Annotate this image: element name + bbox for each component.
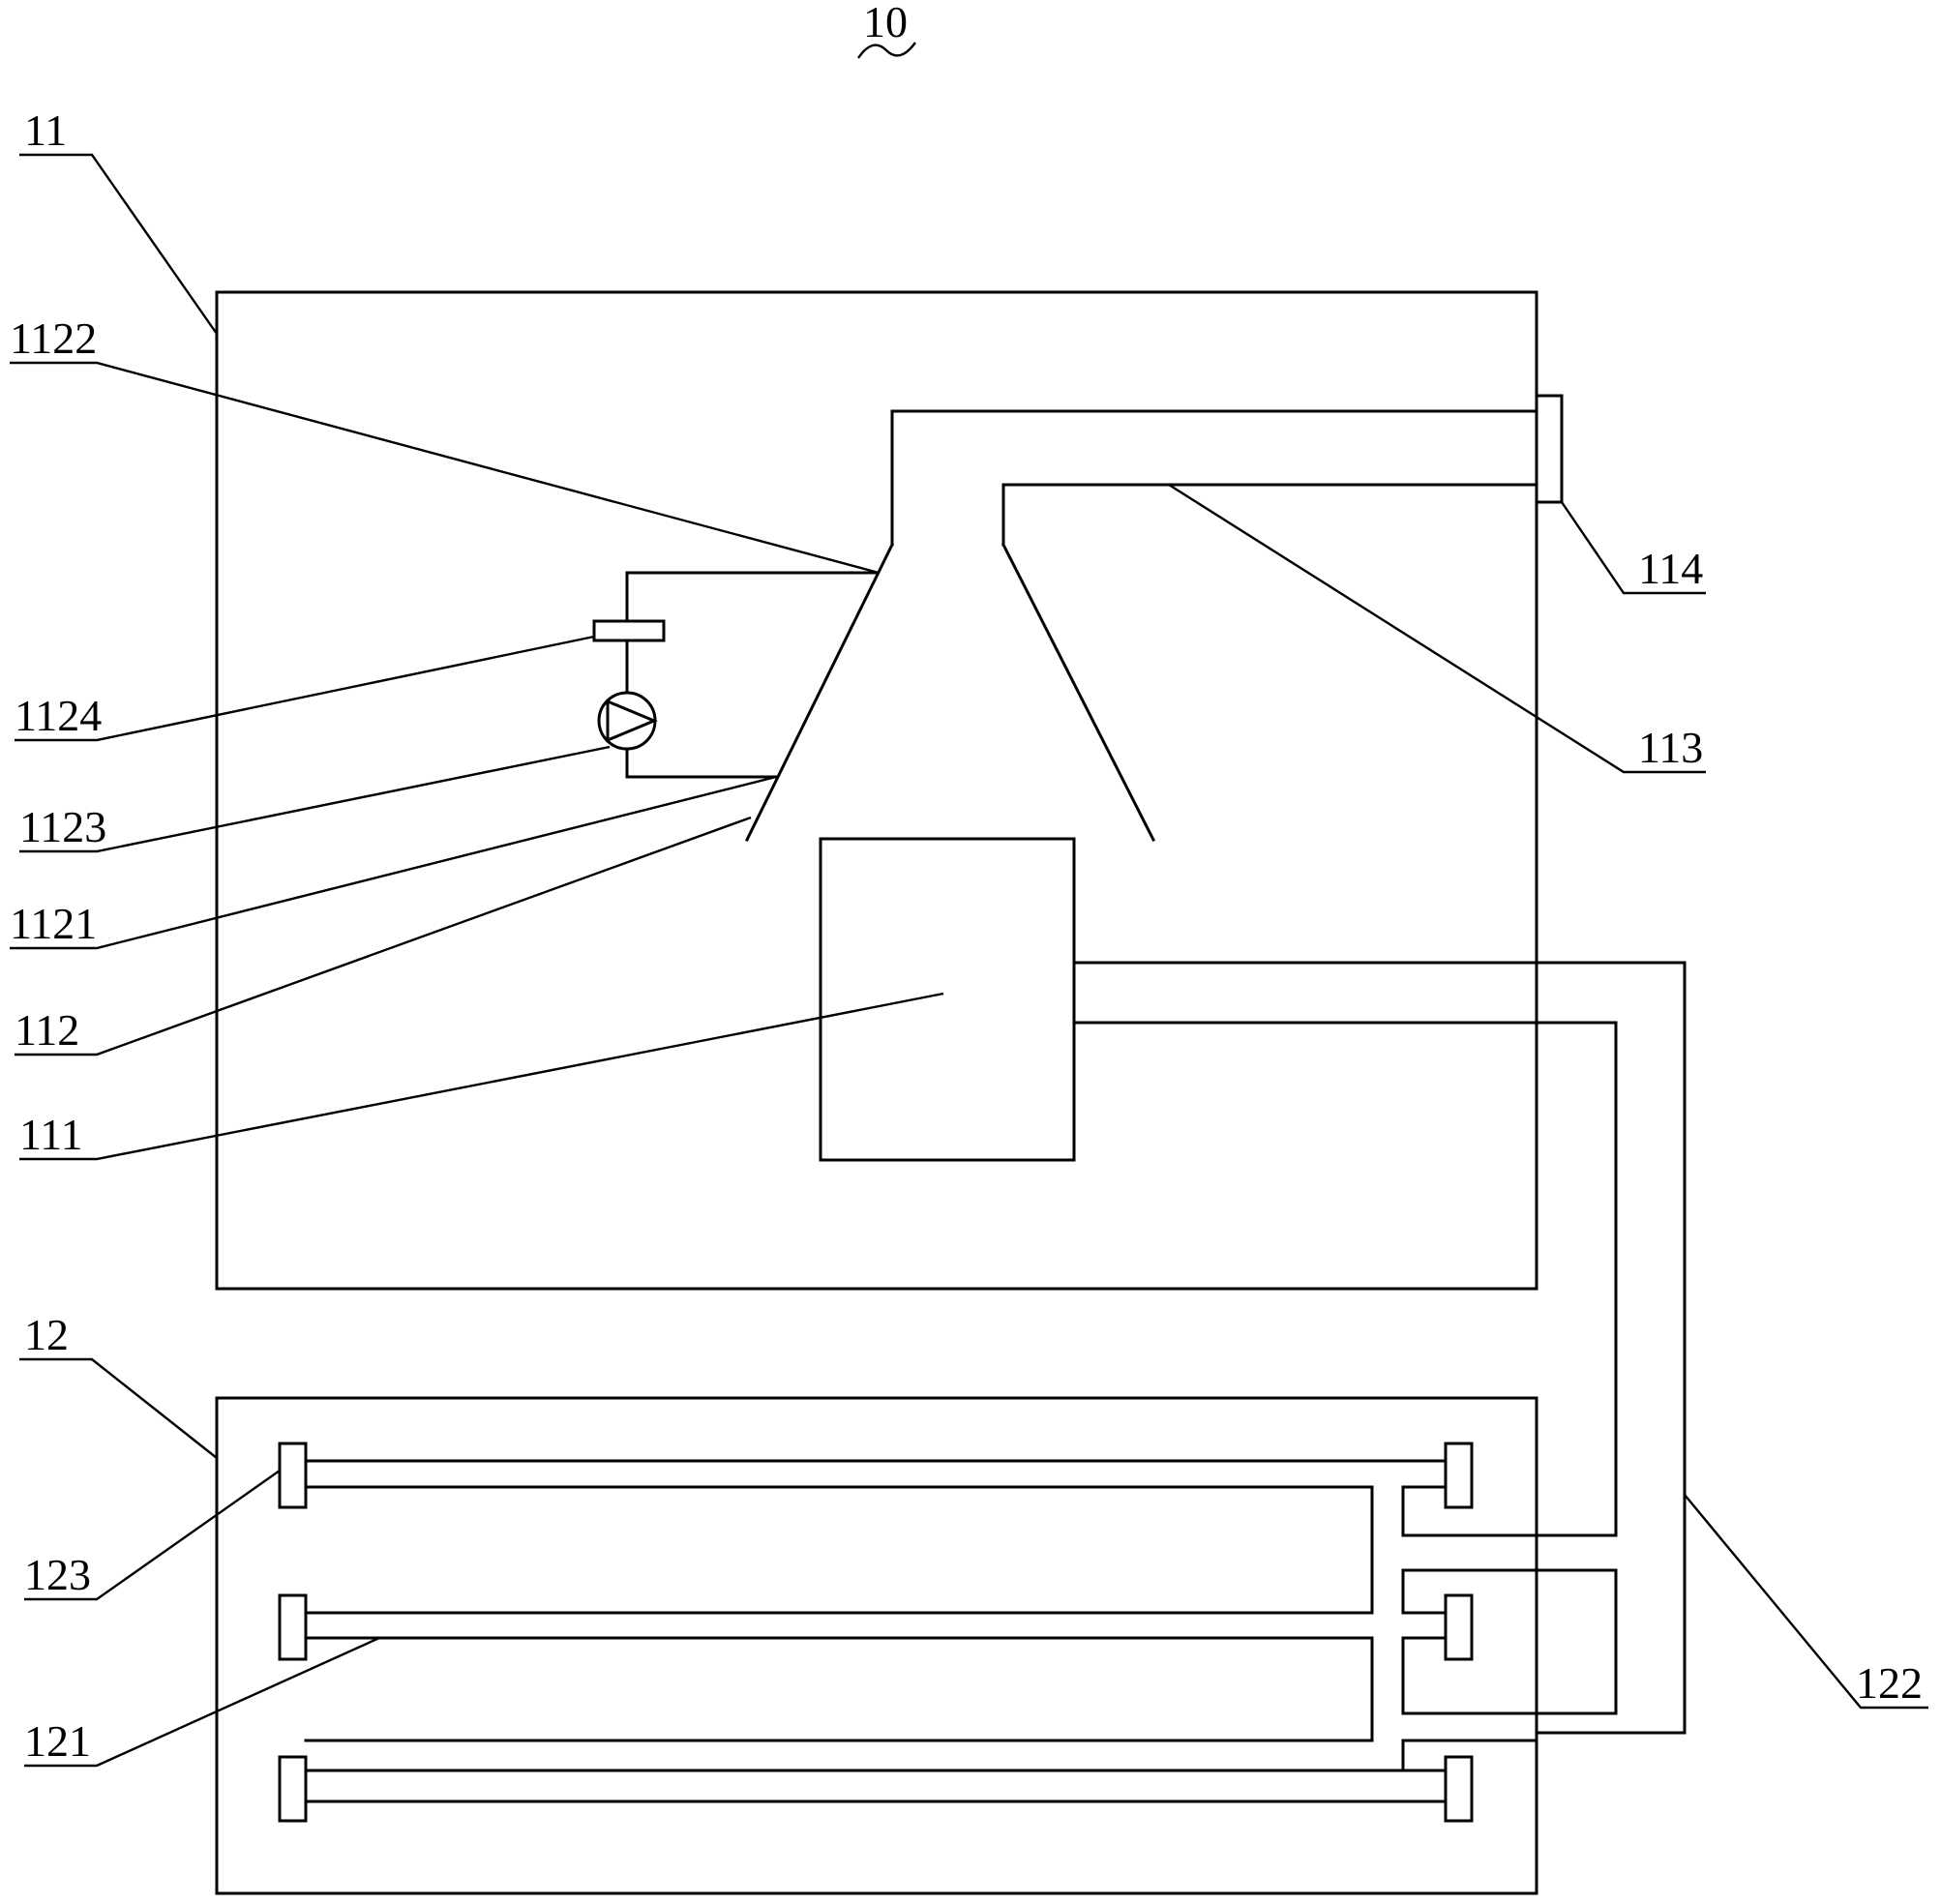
valve-1124 [592, 619, 666, 642]
outlet-port-114 [1535, 394, 1564, 504]
box-111 [819, 837, 1076, 1162]
hood-left-wall [744, 542, 895, 843]
label-12: 12 [24, 1310, 69, 1359]
tube-row-2 [278, 1568, 1538, 1742]
leader-121 [24, 1636, 380, 1768]
duct-upper-wall [890, 409, 1538, 547]
leader-113 [1168, 483, 1706, 774]
leader-111 [19, 992, 944, 1161]
tube-row-3 [278, 1739, 1538, 1823]
leader-123 [24, 1470, 281, 1601]
upper-housing [215, 290, 1538, 1291]
label-114: 114 [1638, 544, 1703, 593]
figure-number-label: 10 [863, 0, 908, 46]
leader-112 [15, 816, 752, 1056]
label-111: 111 [19, 1110, 83, 1159]
leader-11 [19, 153, 218, 335]
tube-row-1 [278, 1442, 1538, 1615]
end-cap-right-3 [1444, 1755, 1474, 1823]
tube-2-bottom [304, 1636, 1374, 1742]
pipe-outer [1072, 961, 1687, 1735]
leader-1122 [10, 361, 880, 575]
leader-114 [1561, 501, 1706, 595]
label-1124: 1124 [15, 691, 102, 740]
label-112: 112 [15, 1005, 79, 1055]
label-122: 122 [1856, 1658, 1923, 1708]
manifold-2-bottom [1401, 1636, 1538, 1715]
figure-number: 10 [857, 0, 916, 59]
label-11: 11 [24, 105, 67, 155]
leader-12 [19, 1357, 218, 1459]
bypass-loop [592, 571, 877, 779]
leader-1121 [10, 775, 777, 950]
pipe-loop-middle [1535, 1568, 1618, 1715]
hood-and-duct [744, 394, 1564, 843]
duct-lower-wall [1001, 483, 1538, 547]
lower-housing [215, 1396, 1538, 1895]
end-cap-right-1 [1444, 1442, 1474, 1509]
manifold-1 [1401, 1485, 1538, 1537]
end-cap-left-1 [278, 1442, 308, 1509]
label-123: 123 [24, 1550, 91, 1599]
manifold-3 [1401, 1739, 1538, 1772]
leader-122 [1684, 1494, 1928, 1710]
hood-right-wall [1000, 542, 1156, 843]
reference-labels: 11 1122 1124 1123 1121 112 111 114 113 1… [10, 105, 1923, 1766]
tube-1-bottom [304, 1485, 1374, 1615]
end-cap-left-2 [278, 1593, 308, 1661]
end-cap-right-2 [1444, 1593, 1474, 1661]
connecting-pipes-122 [1072, 961, 1687, 1735]
label-1122: 1122 [10, 313, 97, 363]
leader-lines [10, 153, 1928, 1768]
leader-1123 [19, 745, 611, 853]
pump-arrow-icon [606, 699, 658, 743]
label-113: 113 [1638, 723, 1703, 772]
label-1123: 1123 [19, 802, 106, 851]
manifold-2-top [1401, 1568, 1538, 1615]
label-121: 121 [24, 1716, 91, 1766]
end-cap-left-3 [278, 1755, 308, 1823]
pipe-inner [1072, 1021, 1618, 1537]
figure-tilde [857, 42, 916, 59]
bypass-pipe-upper [625, 571, 877, 623]
bypass-pipe-lower [625, 747, 778, 779]
leader-1124 [15, 635, 595, 742]
label-1121: 1121 [10, 899, 97, 948]
